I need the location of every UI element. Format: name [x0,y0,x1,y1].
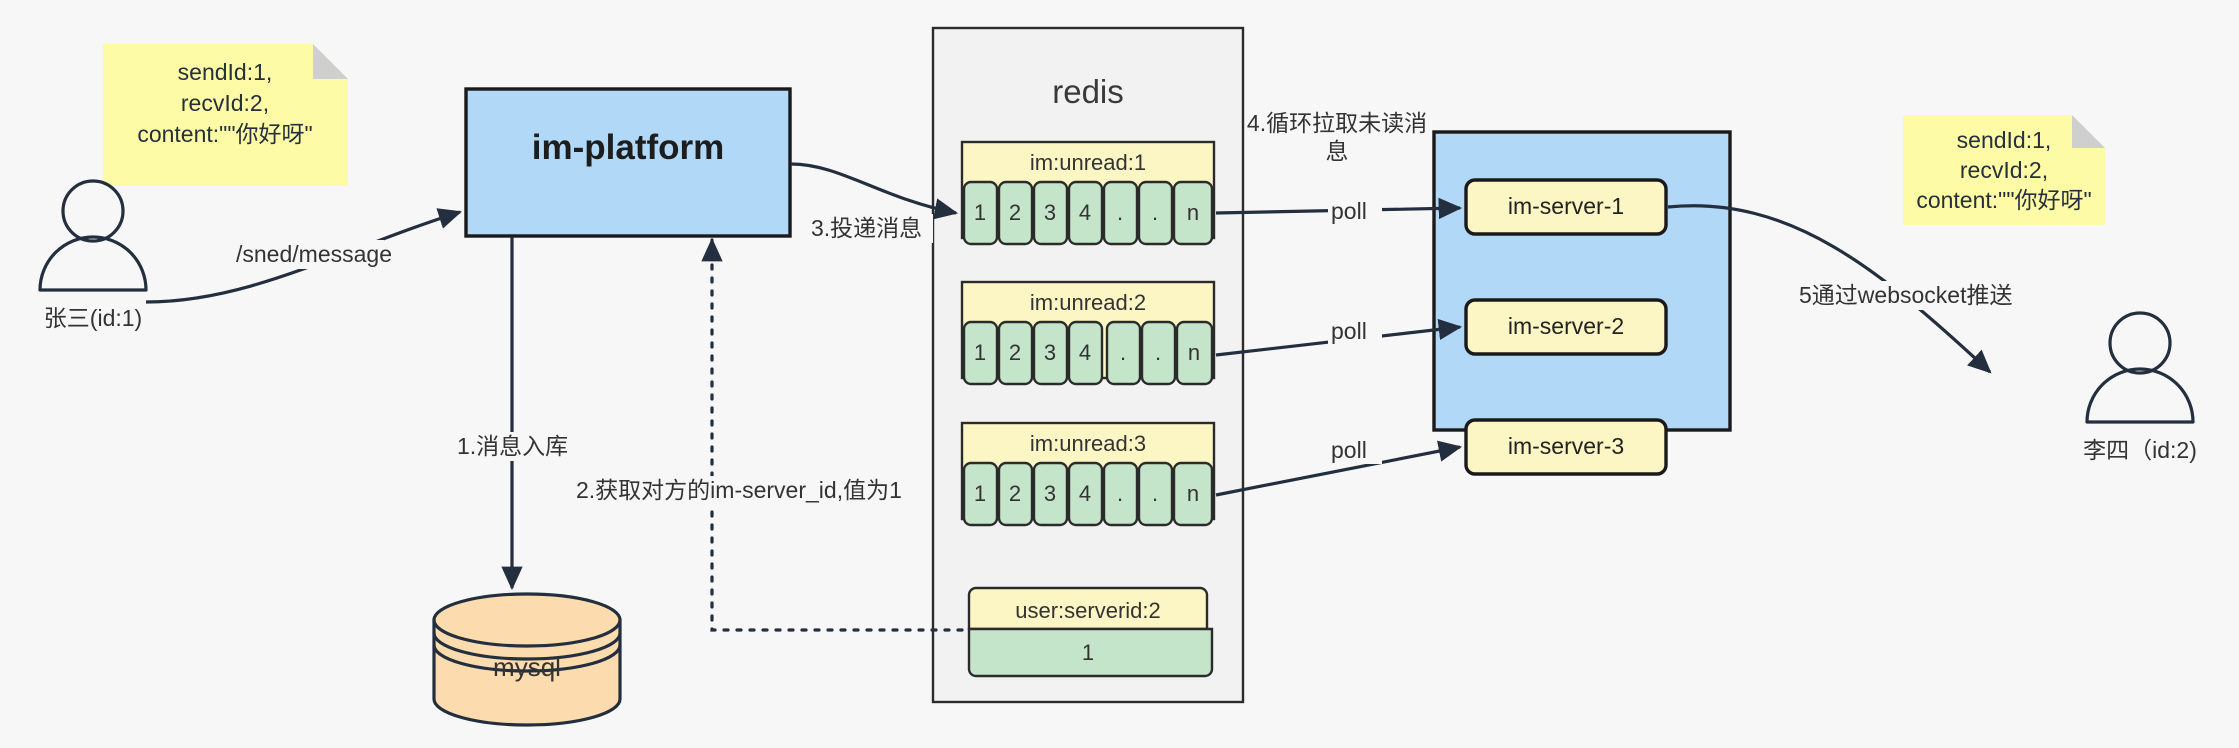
step3-label: 3.投递消息 [811,215,922,241]
note-right-line-2: recvId:2, [1960,157,2048,183]
edge-label-step1: 1.消息入库 [454,432,584,461]
node-im-platform[interactable]: im-platform [464,87,792,238]
actor-receiver-body-icon [2085,367,2195,424]
redis-cell: 2 [1009,200,1021,225]
redis-serverid-key-label: user:serverid:2 [1015,598,1161,623]
edge-label-send-message: /sned/message [232,240,392,269]
redis-cell: 4 [1079,340,1091,365]
step2-label: 2.获取对方的im-server_id,值为1 [576,477,902,503]
im-server-2-label: im-server-2 [1508,313,1624,339]
note-left-line-3: content:""你好呀" [137,121,312,147]
redis-key-label-1: im:unread:1 [1030,150,1146,175]
step4-label-line-1: 4.循环拉取未读消 [1247,110,1427,136]
note-left-line-1: sendId:1, [178,59,273,85]
im-server-1-label: im-server-1 [1508,193,1624,219]
redis-cells-2: 1 2 3 4 . . n [962,320,1214,386]
redis-cell: 4 [1079,200,1091,225]
edge-step5-websocket-push [1667,204,1992,374]
redis-cell: . [1117,481,1123,506]
redis-cell: n [1187,481,1199,506]
redis-cell: 3 [1044,340,1056,365]
node-im-server-2[interactable]: im-server-2 [1464,298,1668,356]
redis-cell: 1 [974,340,986,365]
actor-sender-head-icon [61,179,125,243]
redis-cell: . [1155,340,1161,365]
node-mysql[interactable]: mysql [432,592,622,727]
redis-cells-1: 1 2 3 4 . . n [962,180,1214,246]
send-message-label: /sned/message [236,241,392,267]
edge-send-message [145,208,463,304]
im-platform-label: im-platform [532,128,725,167]
redis-cell: . [1152,481,1158,506]
redis-cell: n [1187,200,1199,225]
redis-cell: 3 [1044,200,1056,225]
message-payload-note-left: sendId:1, recvId:2, content:""你好呀" [103,44,348,186]
actor-receiver-label: 李四（id:2) [2083,437,2197,463]
redis-key-label-3: im:unread:3 [1030,431,1146,456]
redis-cell: n [1188,340,1200,365]
edge-label-step4: 4.循环拉取未读消 息 [1247,110,1427,164]
actor-sender: 张三(id:1) [38,179,148,331]
actor-sender-label: 张三(id:1) [44,305,142,331]
redis-cell: 4 [1079,481,1091,506]
redis-cell: . [1152,200,1158,225]
actor-receiver-head-icon [2108,311,2172,375]
redis-cell: 3 [1044,481,1056,506]
redis-key-block-3[interactable]: im:unread:3 1 2 3 4 . . n [960,421,1216,527]
step5-label: 5通过websocket推送 [1799,282,2012,308]
note-right-line-3: content:""你好呀" [1916,187,2091,213]
edge-label-poll-2: poll [1328,318,1382,345]
edge-label-step2: 2.获取对方的im-server_id,值为1 [573,476,902,505]
poll-1-label: poll [1331,198,1367,224]
node-im-server-group: im-server-1 im-server-2 im-server-3 [1432,130,1732,476]
node-im-server-3[interactable]: im-server-3 [1464,418,1668,476]
edge-label-step3: 3.投递消息 [808,214,933,243]
note-right-line-1: sendId:1, [1957,127,2052,153]
edge-label-poll-3: poll [1328,437,1382,464]
redis-cell: 2 [1009,481,1021,506]
poll-3-label: poll [1331,437,1367,463]
redis-cells-3: 1 2 3 4 . . n [962,461,1214,527]
mysql-label: mysql [493,652,561,682]
redis-cell: 1 [974,481,986,506]
poll-2-label: poll [1331,318,1367,344]
redis-key-label-2: im:unread:2 [1030,290,1146,315]
edge-step3-deliver [790,162,959,220]
redis-key-block-serverid[interactable]: user:serverid:2 1 [962,416,1214,678]
actor-receiver: 李四（id:2) [2083,311,2197,463]
redis-cell: . [1120,340,1126,365]
redis-key-block-1[interactable]: im:unread:1 1 2 3 4 . . n [960,140,1216,246]
note-left-line-2: recvId:2, [181,90,269,116]
redis-cell: 1 [974,200,986,225]
edge-label-poll-1: poll [1328,198,1382,225]
redis-key-block-2[interactable]: im:unread:2 1 2 3 4 . . n [960,280,1216,386]
edge-poll-3 [1215,440,1463,497]
redis-cell: . [1117,200,1123,225]
redis-cell: 2 [1009,340,1021,365]
step1-label: 1.消息入库 [457,433,568,459]
actor-sender-body-icon [38,235,148,292]
step4-label-line-2: 息 [1326,138,1349,164]
message-payload-note-right: sendId:1, recvId:2, content:""你好呀" [1903,115,2105,225]
edge-step2-lookup-serverid [701,237,964,632]
redis-serverid-value: 1 [1082,640,1094,665]
node-im-server-1[interactable]: im-server-1 [1464,178,1668,236]
im-server-3-label: im-server-3 [1508,433,1624,459]
edge-label-step5: 5通过websocket推送 [1796,281,2064,310]
redis-title: redis [1052,73,1124,110]
